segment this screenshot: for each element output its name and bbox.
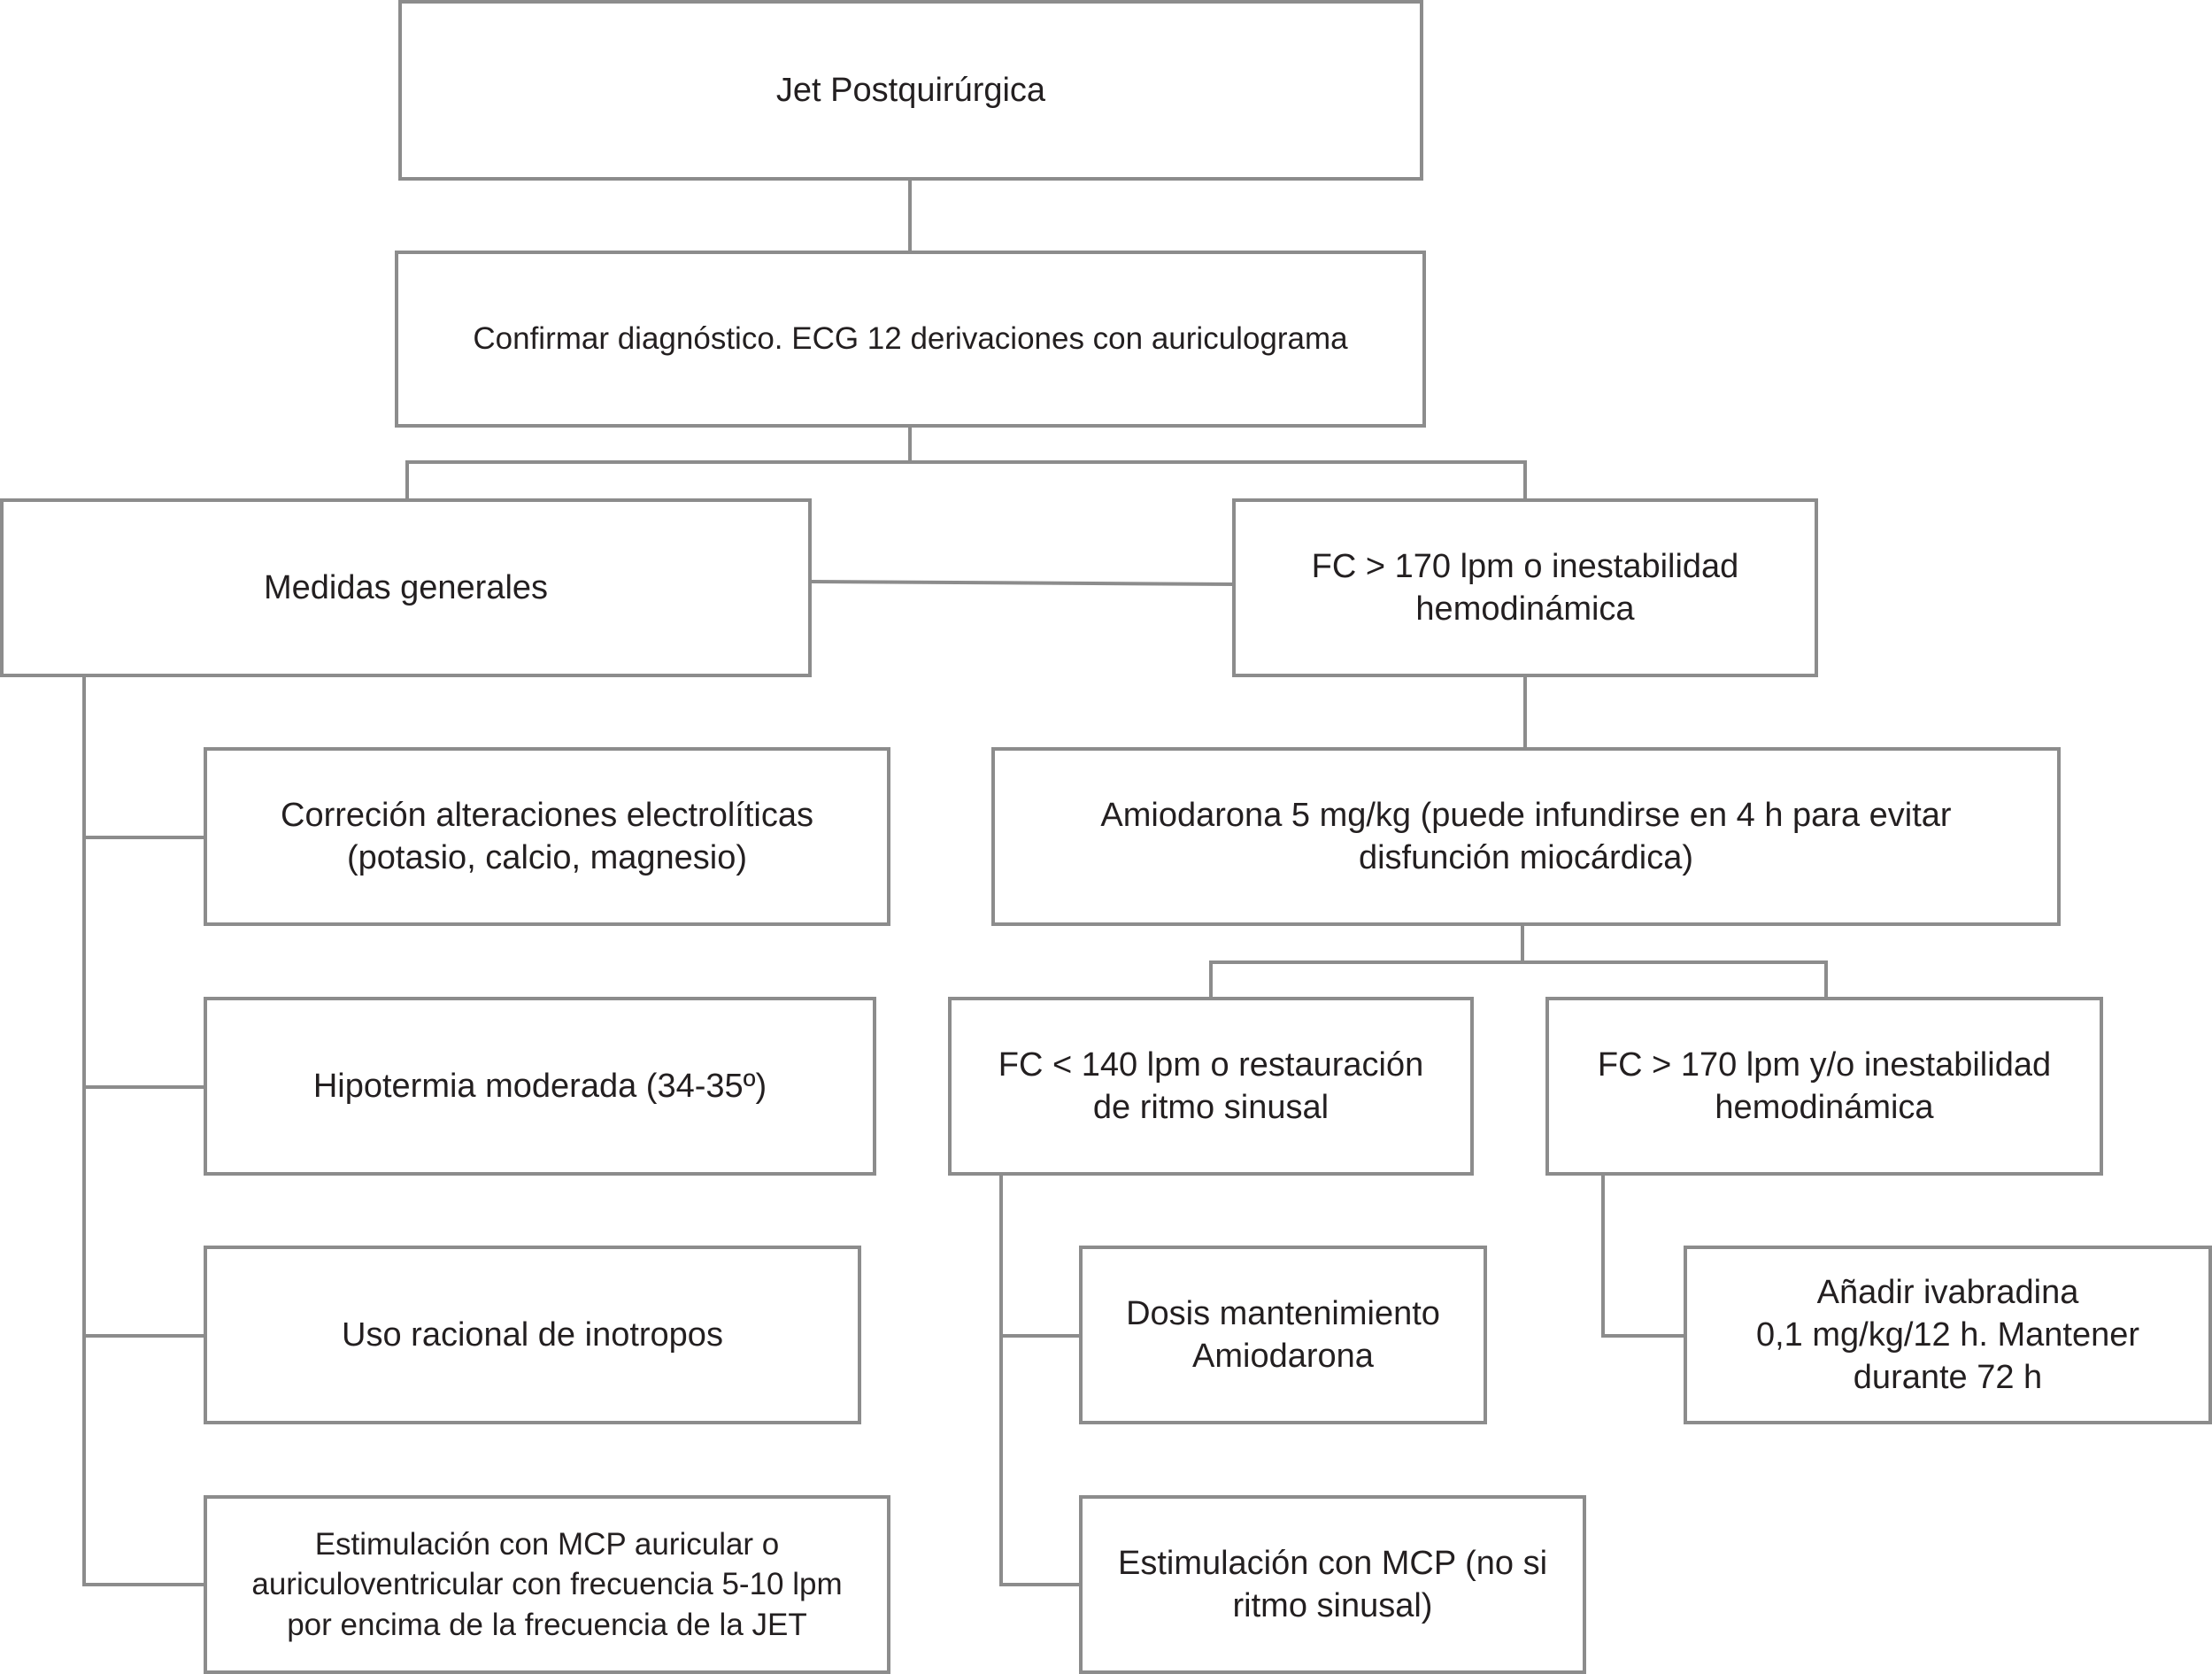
node-label: Medidas generales bbox=[263, 568, 549, 606]
node-fc-mayor-170-y-o-inestabilidad: FC > 170 lpm y/o inestabilidad hemodinám… bbox=[1545, 997, 2103, 1176]
node-anadir-ivabradina: Añadir ivabradina 0,1 mg/kg/12 h. Manten… bbox=[1684, 1246, 2212, 1424]
node-medidas-generales: Medidas generales bbox=[0, 498, 812, 677]
node-amiodarona: Amiodarona 5 mg/kg (puede infundirse en … bbox=[991, 747, 2061, 926]
node-uso-racional-inotropos: Uso racional de inotropos bbox=[204, 1246, 861, 1424]
node-label: Correción alteraciones electrolíticas (p… bbox=[281, 796, 813, 876]
node-label: FC > 170 lpm y/o inestabilidad hemodinám… bbox=[1597, 1045, 2052, 1126]
node-label: FC < 140 lpm o restauración de ritmo sin… bbox=[998, 1045, 1424, 1126]
node-label: Uso racional de inotropos bbox=[342, 1315, 723, 1354]
node-confirmar-diagnostico: Confirmar diagnóstico. ECG 12 derivacion… bbox=[395, 251, 1426, 428]
node-label: Estimulación con MCP (no si ritmo sinusa… bbox=[1117, 1544, 1548, 1624]
node-label: Jet Postquirúrgica bbox=[775, 71, 1046, 109]
node-estimulacion-mcp: Estimulación con MCP (no si ritmo sinusa… bbox=[1079, 1495, 1586, 1674]
node-label: Estimulación con MCP auricular o auricul… bbox=[251, 1526, 843, 1642]
node-label: Confirmar diagnóstico. ECG 12 derivacion… bbox=[473, 321, 1348, 357]
node-label: FC > 170 lpm o inestabilidad hemodinámic… bbox=[1311, 547, 1739, 628]
node-fc-menor-140: FC < 140 lpm o restauración de ritmo sin… bbox=[948, 997, 1474, 1176]
node-fc-mayor-170-inestabilidad: FC > 170 lpm o inestabilidad hemodinámic… bbox=[1232, 498, 1818, 677]
node-correcion-electroliticas: Correción alteraciones electrolíticas (p… bbox=[204, 747, 890, 926]
node-label: Amiodarona 5 mg/kg (puede infundirse en … bbox=[1100, 796, 1952, 876]
node-estimulacion-mcp-auricular: Estimulación con MCP auricular o auricul… bbox=[204, 1495, 890, 1674]
node-dosis-mantenimiento: Dosis mantenimiento Amiodarona bbox=[1079, 1246, 1487, 1424]
edge-med-fc1 bbox=[809, 579, 1235, 587]
node-label: Dosis mantenimiento Amiodarona bbox=[1126, 1294, 1440, 1375]
node-jet-postquirurgica: Jet Postquirúrgica bbox=[398, 0, 1423, 181]
node-label: Añadir ivabradina 0,1 mg/kg/12 h. Manten… bbox=[1755, 1273, 2140, 1397]
node-hipotermia-moderada: Hipotermia moderada (34-35º) bbox=[204, 997, 876, 1176]
node-label: Hipotermia moderada (34-35º) bbox=[312, 1067, 767, 1105]
